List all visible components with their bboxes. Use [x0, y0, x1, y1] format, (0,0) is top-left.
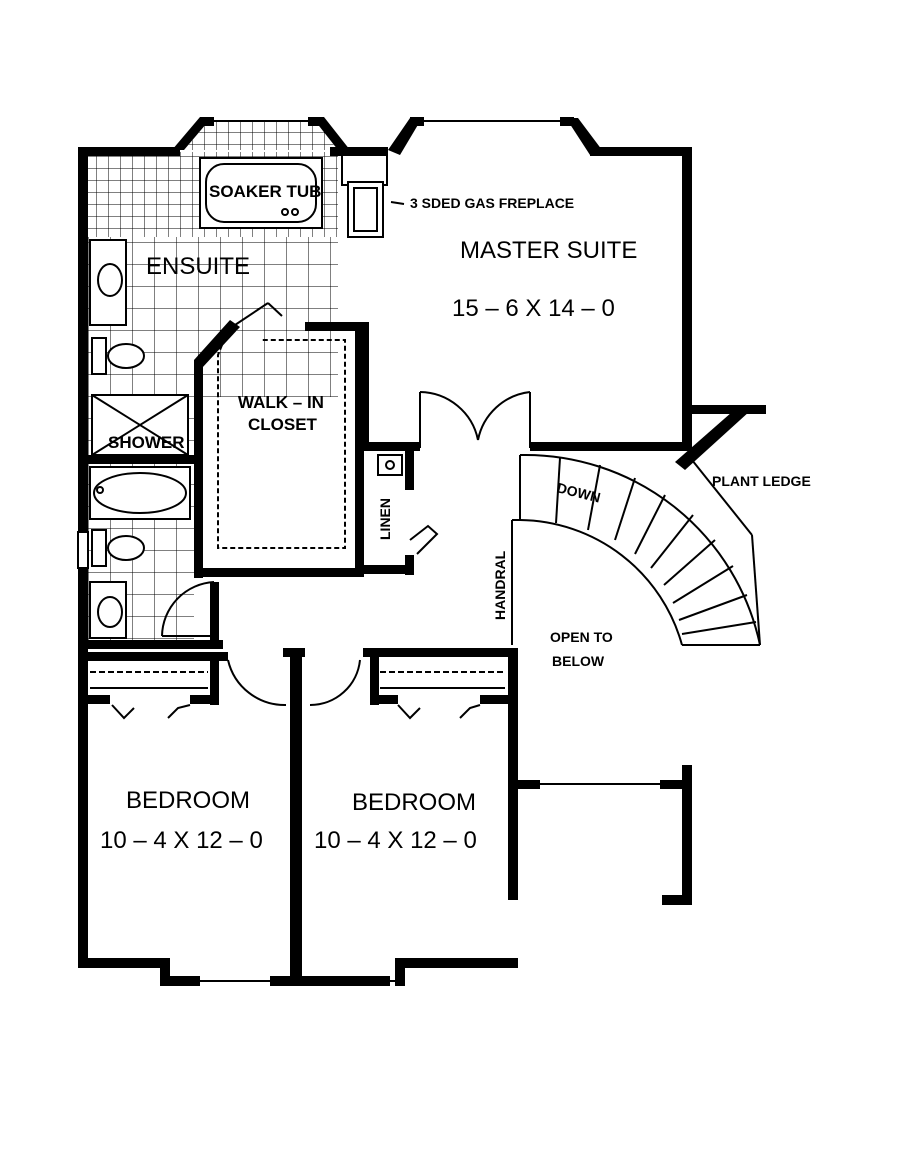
bedroom-left-name: BEDROOM — [126, 787, 250, 814]
bay-tile-floor — [180, 122, 338, 150]
closet-label-line2: CLOSET — [248, 415, 318, 434]
master-suite-name: MASTER SUITE — [460, 237, 637, 264]
handrail-label: HANDRAL — [492, 550, 508, 620]
bedroom-closets — [90, 671, 505, 720]
ensuite-vanity-top — [89, 239, 127, 326]
bathtub-lower — [89, 466, 191, 520]
fireplace-note: 3 SDED GAS FREPLACE — [410, 195, 574, 211]
stairs-down-label: DOWN — [555, 479, 602, 505]
soaker-tub-label: SOAKER TUB — [209, 182, 321, 201]
toilet-lower — [91, 529, 145, 567]
master-suite-dims: 15 – 6 X 14 – 0 — [452, 295, 615, 322]
shower-stall — [91, 394, 189, 456]
ensuite-label: ENSUITE — [146, 253, 250, 280]
curved-staircase — [511, 453, 761, 646]
bedroom-left-dims: 10 – 4 X 12 – 0 — [100, 827, 263, 854]
toilet-top — [91, 337, 145, 375]
shower-label: SHOWER — [108, 433, 185, 452]
ensuite-vanity-lower — [89, 581, 127, 639]
plant-ledge-label: PLANT LEDGE — [712, 473, 811, 489]
walls — [78, 117, 766, 986]
linen-niche — [377, 454, 403, 476]
windows — [77, 120, 660, 982]
door-swings — [161, 391, 531, 707]
open-to-below-line1: OPEN TO — [550, 629, 613, 645]
soaker-tub — [199, 157, 323, 229]
bedroom-right-name: BEDROOM — [352, 789, 476, 816]
closet-label-line1: WALK – IN — [238, 393, 324, 412]
fireplace — [341, 154, 405, 238]
open-to-below-line2: BELOW — [552, 653, 605, 669]
bedroom-right-dims: 10 – 4 X 12 – 0 — [314, 827, 477, 854]
closet-shelves — [217, 302, 346, 549]
linen-label: LINEN — [377, 498, 393, 540]
